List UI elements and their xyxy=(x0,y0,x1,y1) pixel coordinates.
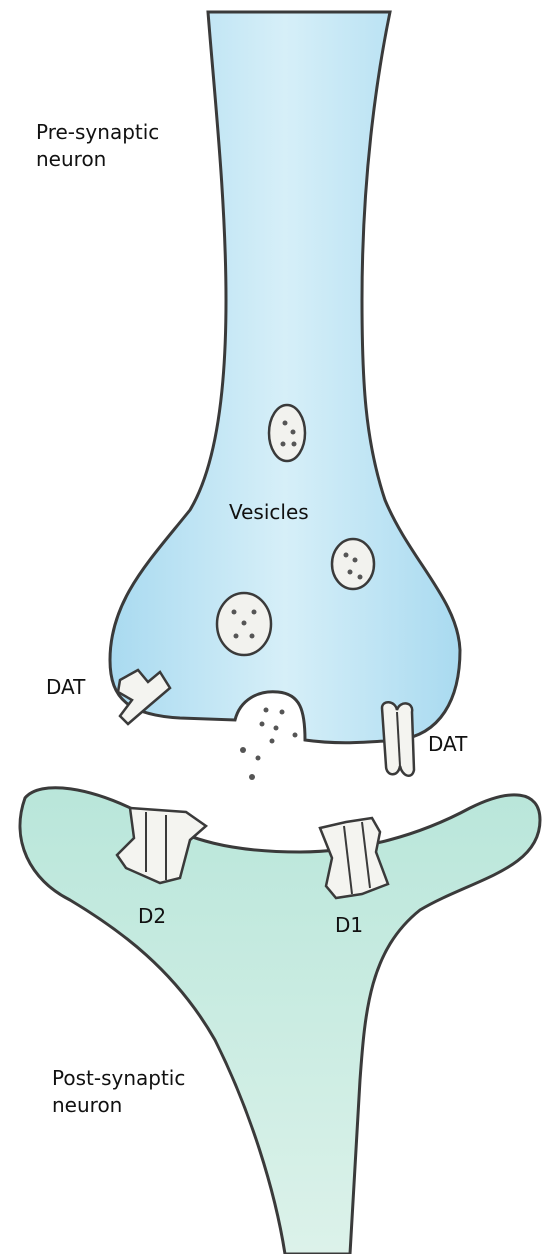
postsynaptic-label-line2: neuron xyxy=(52,1093,122,1117)
dat-label-left: DAT xyxy=(46,675,86,699)
vesicle xyxy=(332,539,374,589)
vesicle xyxy=(217,593,271,655)
dat-label-right: DAT xyxy=(428,732,468,756)
vesicle xyxy=(269,405,305,461)
postsynaptic-label-line1: Post-synaptic xyxy=(52,1066,185,1090)
presynaptic-neuron xyxy=(110,12,460,743)
d2-label: D2 xyxy=(138,904,166,928)
presynaptic-label-line1: Pre-synaptic xyxy=(36,120,159,144)
dat-transporter-right xyxy=(382,702,414,776)
postsynaptic-neuron xyxy=(20,788,540,1254)
d1-label: D1 xyxy=(335,913,363,937)
dopamine-particles xyxy=(240,708,298,781)
vesicles-label: Vesicles xyxy=(229,500,309,524)
presynaptic-label-line2: neuron xyxy=(36,147,106,171)
